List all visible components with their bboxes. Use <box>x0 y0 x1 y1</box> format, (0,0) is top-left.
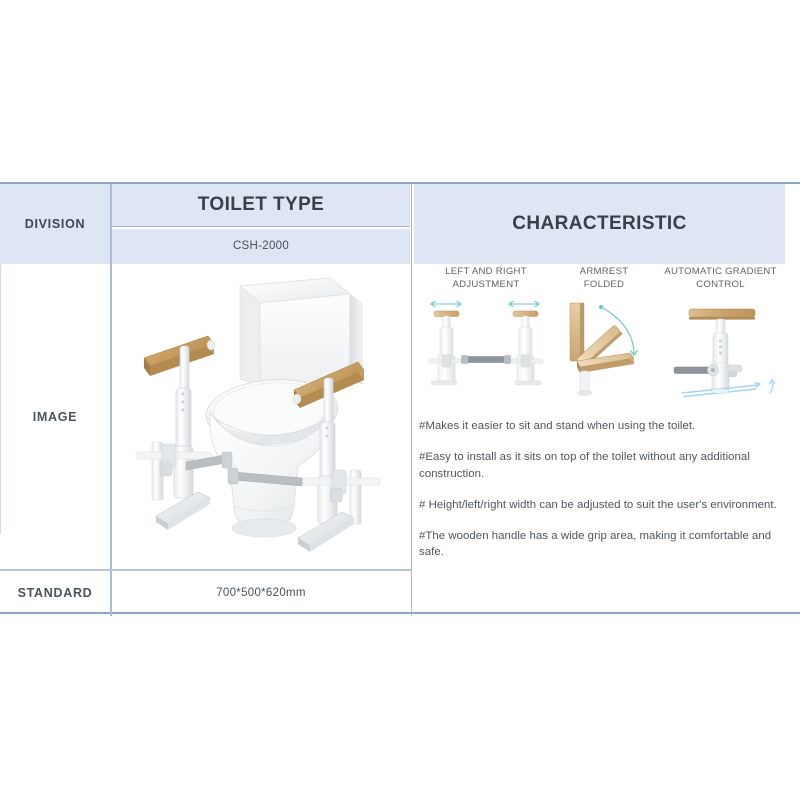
row-divider-standard <box>0 569 411 571</box>
feature-left-right-adjustment: LEFT AND RIGHT ADJUSTMENT <box>420 266 552 409</box>
feature-title-armrest-folded: ARMREST FOLDED <box>579 266 629 290</box>
column-divider-characteristic-inner <box>0 184 1 534</box>
characteristic-bullet-list: #Makes it easier to sit and stand when u… <box>419 418 785 561</box>
bullet-item: #Easy to install as it sits on top of th… <box>419 451 750 480</box>
bullet-item: # Height/left/right width can be adjuste… <box>419 498 777 511</box>
feature-diagram-strip: LEFT AND RIGHT ADJUSTMENT <box>415 266 785 414</box>
row-label-standard: STANDARD <box>17 586 93 600</box>
header-cell-characteristic: CHARACTERISTIC <box>414 184 785 264</box>
bullet-item: #Makes it easier to sit and stand when u… <box>419 420 696 432</box>
bullet-item: #The wooden handle has a wide grip area,… <box>419 529 772 559</box>
armrest-folded-diagram <box>569 302 638 396</box>
feature-automatic-gradient-control: AUTOMATIC GRADIENT CONTROL <box>656 266 785 409</box>
product-spec-table: DIVISION TOILET TYPE CSH-2000 CHARACTERI… <box>0 182 800 616</box>
feature-art-armrest-folded <box>552 297 656 409</box>
feature-armrest-folded: ARMREST FOLDED <box>552 266 656 409</box>
table-header-band: DIVISION TOILET TYPE CSH-2000 CHARACTERI… <box>0 184 785 264</box>
automatic-gradient-control-diagram <box>673 308 775 398</box>
toilet-safety-frame-illustration <box>135 277 381 552</box>
feature-art-automatic-gradient-control <box>656 297 785 409</box>
header-cell-model-code: CSH-2000 <box>112 228 410 264</box>
feature-title-automatic-gradient-control: AUTOMATIC GRADIENT CONTROL <box>664 266 777 290</box>
column-divider-division <box>110 184 112 616</box>
row-label-image: IMAGE <box>32 409 78 424</box>
feature-title-left-right-adjustment: LEFT AND RIGHT ADJUSTMENT <box>445 266 527 290</box>
header-cell-toilet-type: TOILET TYPE <box>112 184 410 227</box>
feature-art-left-right-adjustment <box>420 297 552 409</box>
header-cell-division: DIVISION <box>0 184 110 264</box>
characteristic-cell: LEFT AND RIGHT ADJUSTMENT <box>415 266 785 616</box>
left-right-adjustment-diagram <box>428 300 544 386</box>
product-image-cell <box>112 264 410 569</box>
column-divider-characteristic <box>410 184 412 616</box>
standard-dimension-value: 700*500*620mm <box>216 587 306 599</box>
